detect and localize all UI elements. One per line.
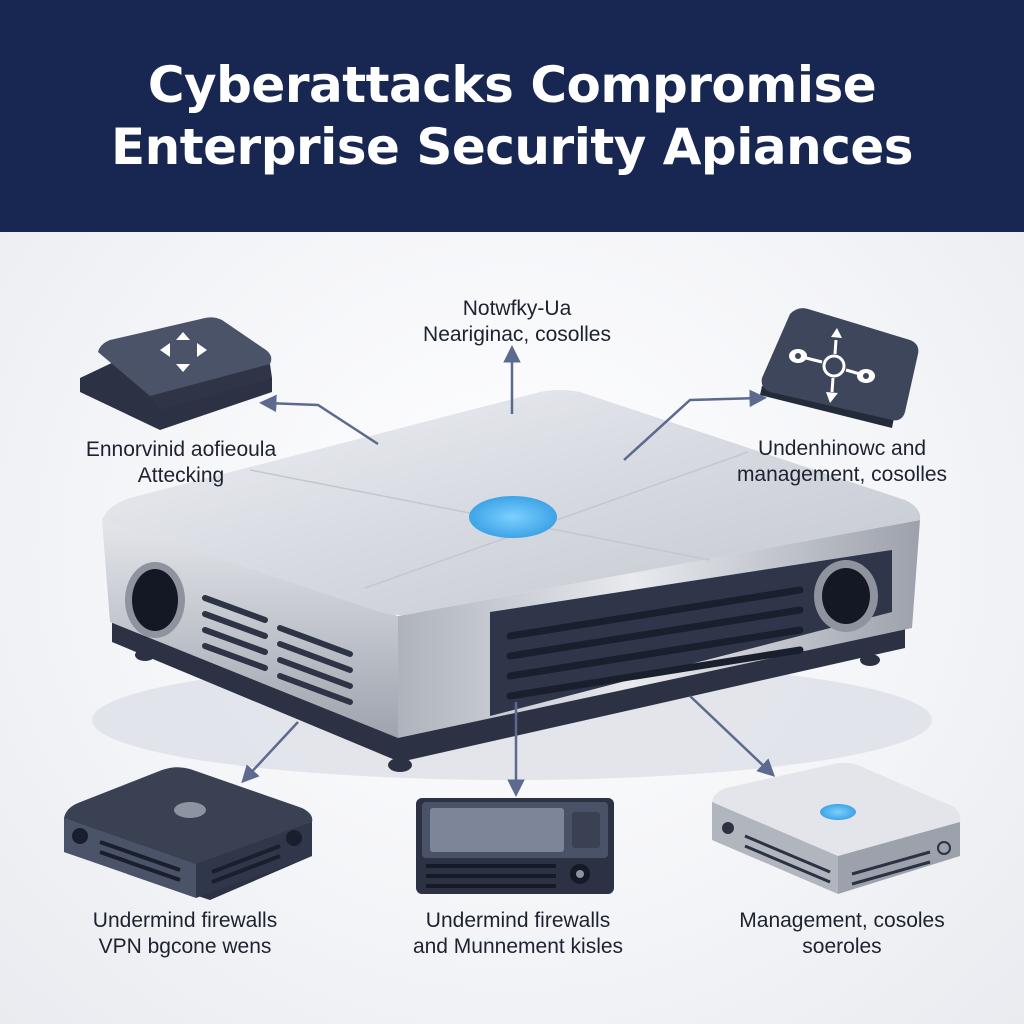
label-bottom-right: Management, cosoles soeroles [712,908,972,960]
label-left-line2: Attecking [137,464,225,487]
label-bottom-right-line1: Management, cosoles [739,909,945,932]
arrow-to-right [623,389,767,461]
label-right-line1: Undenhinowc and [757,437,927,460]
label-bottom-center-line2: and Munnement kisles [412,935,624,958]
label-right: Undenhinowc and management, cosolles [712,436,972,488]
title-line-1: Cyberattacks Compromise [147,56,877,114]
arrow-to-bottom-left [241,721,299,784]
move-arrows-icon [80,317,272,430]
label-right-line2: management, cosolles [736,463,948,486]
label-top-line1: Notwfky-Ua [462,297,572,320]
label-left: Ennorvinid aofieoula Attecking [56,437,306,489]
security-appliance-icon [102,390,921,772]
label-bottom-center-line1: Undermind firewalls [425,909,611,932]
label-top-line2: Neariginac, cosolles [423,323,611,346]
network-node-icon [760,308,919,428]
console-appliance-icon [416,798,614,894]
connection-arrows [241,345,776,797]
label-bottom-right-line2: soeroles [802,935,882,958]
header-banner: Cyberattacks Compromise Enterprise Secur… [0,0,1024,232]
title-line-2: Enterprise Security Apiances [110,118,914,176]
arrow-to-left [259,394,379,446]
label-bottom-center: Undermind firewalls and Munnement kisles [388,908,648,960]
compact-appliance-icon [712,762,961,894]
arrow-to-bottom-right [689,695,776,777]
label-top: Notwfky-Ua Neariginac, cosolles [382,296,652,348]
label-bottom-left: Undermind firewalls VPN bgcone wens [55,908,315,960]
label-left-line1: Ennorvinid aofieoula [85,438,277,461]
label-bottom-left-line1: Undermind firewalls [92,909,278,932]
label-bottom-left-line2: VPN bgcone wens [98,935,272,958]
small-appliance-icon [64,767,313,900]
